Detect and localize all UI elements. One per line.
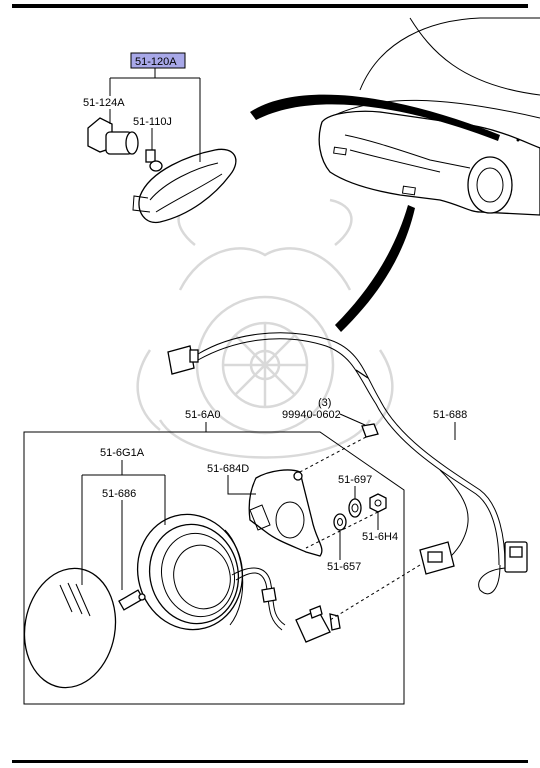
side-marker-bulb [145, 149, 163, 172]
label-51-6H4: 51-6H4 [362, 531, 398, 543]
top-rule [12, 4, 528, 8]
label-51-688: 51-688 [433, 409, 467, 421]
wiring-harness [167, 332, 528, 595]
fog-lamp-lens [23, 567, 117, 689]
watermark-emblem [136, 198, 394, 459]
car-outline [318, 17, 540, 216]
label-51-684D: 51-684D [207, 463, 249, 475]
fog-lamp-body [136, 513, 244, 631]
label-51-110J: 51-110J [133, 116, 172, 128]
label-51-697: 51-697 [338, 474, 372, 486]
highlight-box [130, 52, 186, 69]
bottom-rule [12, 760, 528, 763]
callout-arrow-lower [335, 205, 415, 332]
washer [348, 498, 362, 518]
label-51-657: 51-657 [327, 561, 361, 573]
lamp-bulb [118, 589, 146, 611]
lamp-connector [231, 567, 341, 643]
group-frame [23, 431, 405, 705]
side-marker-socket [87, 117, 139, 155]
label-51-6G1A: 51-6G1A [100, 447, 145, 459]
label-51-686: 51-686 [102, 488, 136, 500]
spacer [333, 513, 347, 531]
label-51-120A: 51-120A [135, 56, 177, 68]
label-99940-0602: 99940-0602 [282, 409, 341, 421]
label-51-124A: 51-124A [83, 97, 125, 109]
label-51-6A0: 51-6A0 [185, 409, 220, 421]
nut [369, 493, 387, 513]
bolt [361, 423, 379, 438]
side-marker-lamp [132, 148, 237, 224]
mounting-bracket [248, 469, 323, 557]
label-bolt-qty: (3) [318, 397, 331, 409]
callout-arrow-upper [250, 94, 500, 141]
